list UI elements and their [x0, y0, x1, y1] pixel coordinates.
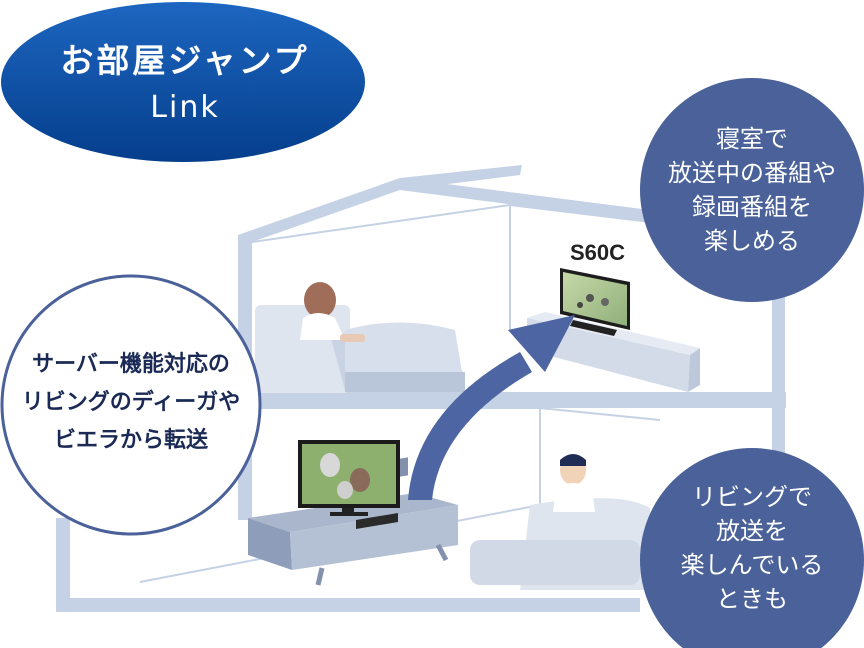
bubble-line: 録画番組を [692, 193, 812, 221]
bubble-line: 楽しんでいる [680, 551, 824, 579]
sofa [470, 498, 650, 590]
transfer-arrow [408, 315, 575, 500]
brand-title: お部屋ジャンプ [60, 41, 310, 80]
woman-figure [300, 282, 365, 342]
living-bubble: リビングで 放送を 楽しんでいる ときも [640, 448, 864, 648]
brand-badge-shape [1, 2, 365, 162]
tv-model-label: S60C [570, 240, 626, 265]
source-bubble: サーバー機能対応の リビングのディーガや ビエラから転送 [0, 272, 262, 534]
bubble-line: ときも [716, 585, 788, 613]
living-tv [298, 440, 400, 516]
living-bubble-shape [640, 448, 864, 648]
source-bubble-shape [0, 274, 262, 536]
man-figure [553, 454, 595, 512]
bubble-line: リビングのディーガや [21, 390, 241, 415]
bubble-line: 放送を [716, 517, 788, 545]
bubble-line: 寝室で [716, 125, 788, 153]
bed [255, 305, 465, 393]
bedroom-tv [560, 268, 630, 336]
bedroom-bubble: 寝室で 放送中の番組や 録画番組を 楽しめる [640, 78, 864, 302]
bubble-line: サーバー機能対応の [32, 352, 230, 377]
brand-subtitle: Link [150, 90, 220, 125]
bubble-line: 楽しめる [704, 227, 800, 255]
bubble-line: 放送中の番組や [668, 159, 836, 187]
bedroom-bubble-shape [640, 78, 864, 302]
brand-badge: お部屋ジャンプ Link [0, 0, 370, 165]
bubble-line: リビングで [692, 483, 812, 511]
bubble-line: ビエラから転送 [53, 428, 208, 453]
house-outline [56, 165, 786, 612]
